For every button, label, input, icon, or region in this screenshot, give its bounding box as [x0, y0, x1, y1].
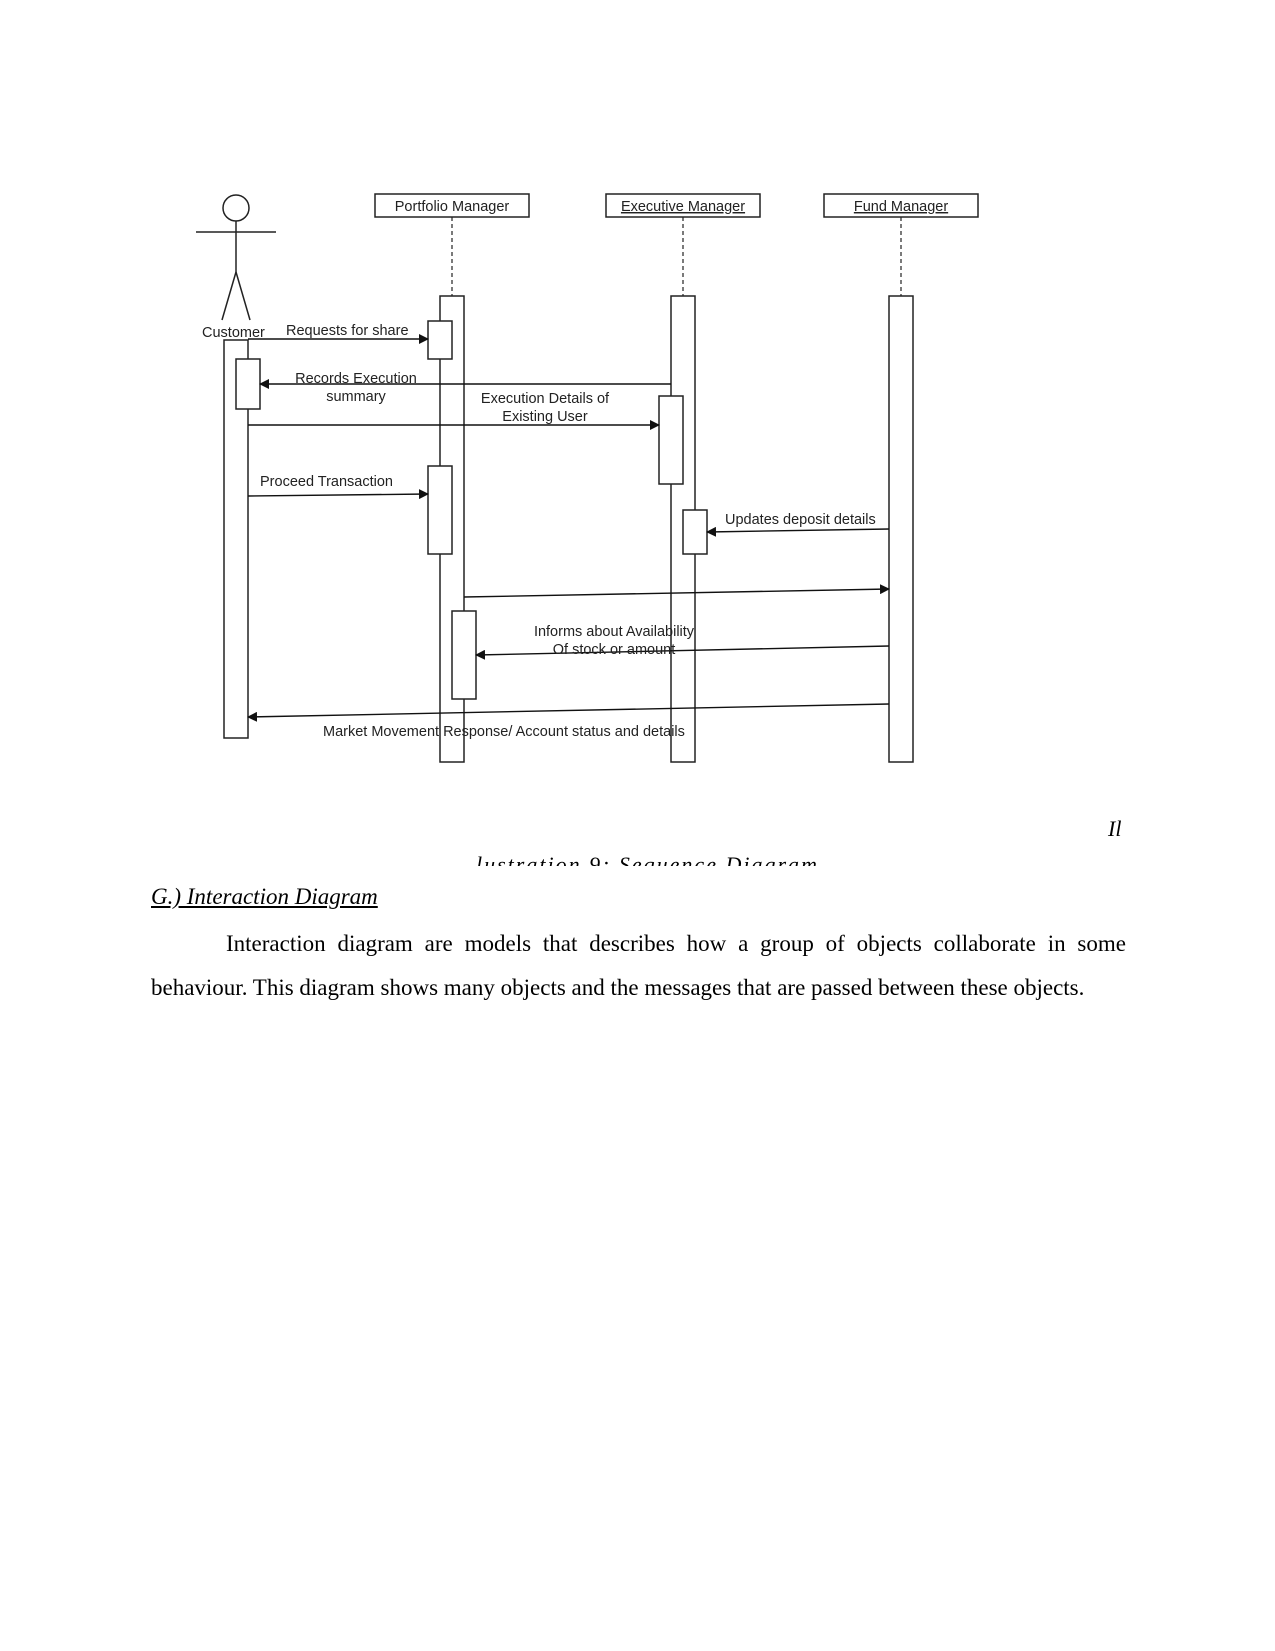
- fund-activation-bar: [888, 295, 914, 763]
- label-proceed-transaction: Proceed Transaction: [260, 474, 393, 490]
- fund-manager-label: Fund Manager: [854, 199, 948, 215]
- lifeline-executive-manager: Executive Manager: [605, 193, 761, 296]
- arrow-proceed-transaction: [247, 489, 429, 500]
- label-execution-details-1: Execution Details of: [481, 391, 610, 407]
- executive-nested-activation-1: [658, 395, 684, 485]
- label-execution-details-2: Existing User: [502, 409, 588, 425]
- portfolio-nested-activation-1: [427, 320, 453, 360]
- figure-caption-fragment: Il: [1108, 816, 1122, 841]
- body-paragraph: Interaction diagram are models that desc…: [151, 931, 1126, 1000]
- sequence-diagram: Customer Portfolio Manager Executive Man…: [196, 193, 979, 763]
- label-market-movement: Market Movement Response/ Account status…: [323, 724, 685, 740]
- arrow-portfolio-to-fund: [463, 584, 890, 598]
- label-requests-for-share: Requests for share: [286, 323, 409, 339]
- label-records-execution-2: summary: [326, 389, 386, 405]
- figure-caption-clipped: lustration 9: Sequence Diagram: [0, 852, 1275, 866]
- label-records-execution-1: Records Execution: [295, 371, 417, 387]
- label-informs-availability-2: Of stock or amount: [553, 642, 676, 658]
- executive-manager-label: Executive Manager: [621, 199, 745, 215]
- arrow-informs-availability: [475, 645, 890, 660]
- customer-nested-activation: [235, 358, 261, 410]
- lifeline-fund-manager: Fund Manager: [823, 193, 979, 296]
- portfolio-manager-label: Portfolio Manager: [395, 199, 510, 215]
- customer-actor: [196, 194, 276, 321]
- figure-caption-clipped-text: lustration 9: Sequence Diagram: [476, 852, 819, 866]
- executive-nested-activation-2: [682, 509, 708, 555]
- lifeline-portfolio-manager: Portfolio Manager: [374, 193, 530, 296]
- arrow-market-movement: [247, 703, 890, 722]
- section-heading: G.) Interaction Diagram: [151, 884, 378, 909]
- portfolio-nested-activation-2: [427, 465, 453, 555]
- arrow-updates-deposit: [706, 526, 890, 537]
- portfolio-nested-activation-3: [451, 610, 477, 700]
- customer-label: Customer: [202, 325, 265, 341]
- label-updates-deposit: Updates deposit details: [725, 512, 876, 528]
- label-informs-availability-1: Informs about Availability: [534, 624, 695, 640]
